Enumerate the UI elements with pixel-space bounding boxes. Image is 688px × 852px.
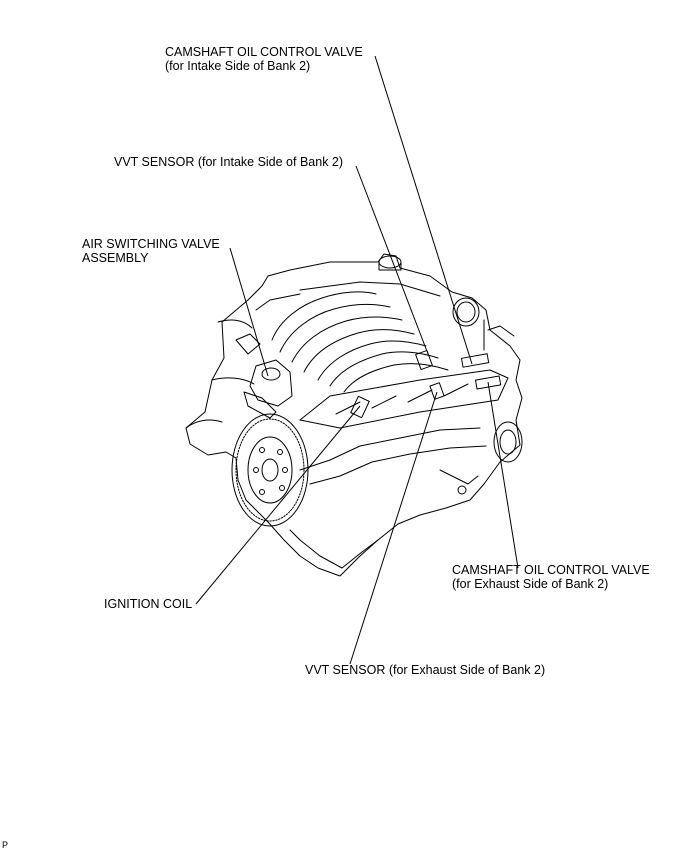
- label-vvt-intake: VVT SENSOR (for Intake Side of Bank 2): [114, 155, 343, 169]
- label-camshaft-exhaust-line1: CAMSHAFT OIL CONTROL VALVE: [452, 563, 650, 577]
- label-camshaft-intake-line1: CAMSHAFT OIL CONTROL VALVE: [165, 45, 363, 59]
- label-vvt-exhaust-line1: VVT SENSOR (for Exhaust Side of Bank 2): [305, 663, 546, 677]
- leader-camshaft-intake: [375, 56, 472, 364]
- leader-vvt-exhaust: [350, 392, 437, 664]
- leader-vvt-intake: [356, 166, 428, 354]
- label-air-switching-line2: ASSEMBLY: [82, 251, 149, 265]
- corner-mark: P: [2, 840, 9, 850]
- leader-air-switching: [230, 248, 268, 376]
- leader-ignition-coil: [196, 406, 360, 604]
- leader-camshaft-exhaust: [488, 382, 518, 568]
- label-air-switching-line1: AIR SWITCHING VALVE: [82, 237, 220, 251]
- label-ignition-coil: IGNITION COIL: [104, 597, 192, 611]
- leader-lines: [196, 56, 518, 664]
- label-vvt-intake-line1: VVT SENSOR (for Intake Side of Bank 2): [114, 155, 344, 169]
- label-ignition-coil-line1: IGNITION COIL: [104, 597, 193, 611]
- label-air-switching: AIR SWITCHING VALVE ASSEMBLY: [82, 237, 220, 265]
- engine-illustration: [186, 254, 522, 576]
- label-vvt-exhaust: VVT SENSOR (for Exhaust Side of Bank 2): [305, 663, 545, 677]
- label-camshaft-intake-line2: (for Intake Side of Bank 2): [165, 59, 311, 73]
- label-camshaft-exhaust: CAMSHAFT OIL CONTROL VALVE (for Exhaust …: [452, 563, 650, 591]
- label-camshaft-intake: CAMSHAFT OIL CONTROL VALVE (for Intake S…: [165, 45, 363, 73]
- label-camshaft-exhaust-line2: (for Exhaust Side of Bank 2): [452, 577, 609, 591]
